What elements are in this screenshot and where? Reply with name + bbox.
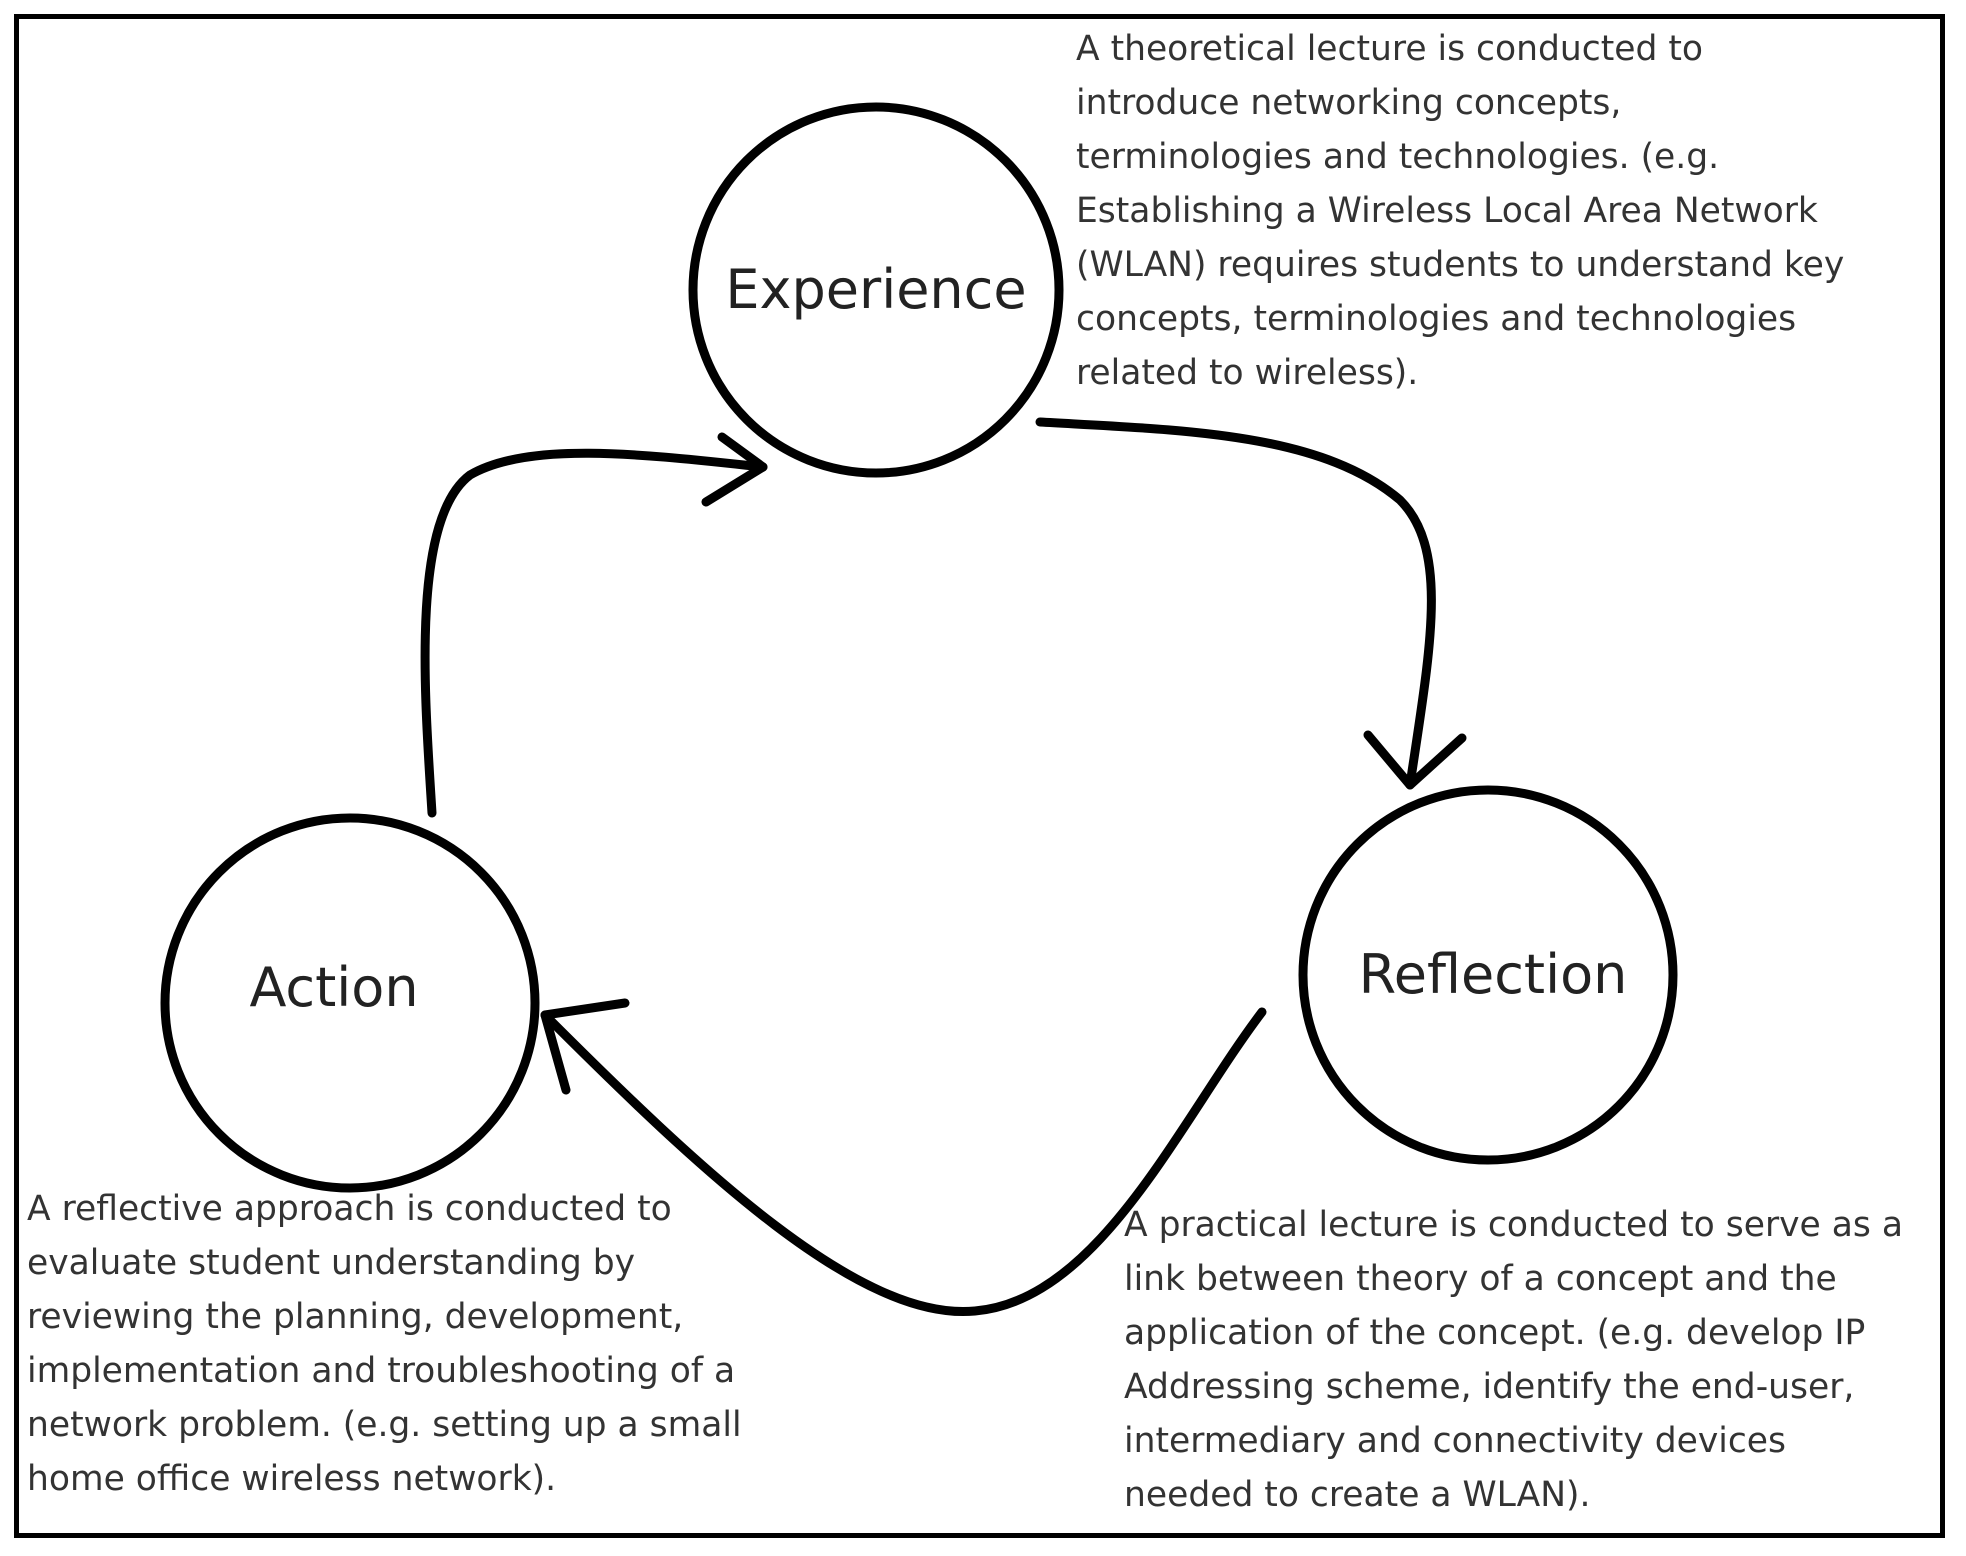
experience-description: A theoretical lecture is conducted to in… <box>1076 29 1845 393</box>
node-experience-label: Experience <box>725 258 1027 321</box>
arrowhead-into-experience <box>701 432 768 507</box>
edge-experience-to-reflection <box>1035 417 1436 790</box>
diagram-frame <box>14 14 1945 1538</box>
node-reflection-label: Reflection <box>1358 943 1628 1006</box>
node-reflection-circle <box>1298 785 1678 1165</box>
arrowhead-into-reflection <box>1363 730 1467 790</box>
node-action-circle <box>160 813 540 1193</box>
edge-reflection-to-action <box>540 1007 1267 1317</box>
reflection-description: A practical lecture is conducted to serv… <box>1124 1205 1903 1515</box>
arrowhead-into-action <box>540 998 630 1095</box>
node-experience-circle <box>688 102 1064 478</box>
node-action-label: Action <box>249 956 419 1019</box>
action-description: A reflective approach is conducted to ev… <box>27 1189 742 1499</box>
edge-action-to-experience <box>420 448 768 818</box>
